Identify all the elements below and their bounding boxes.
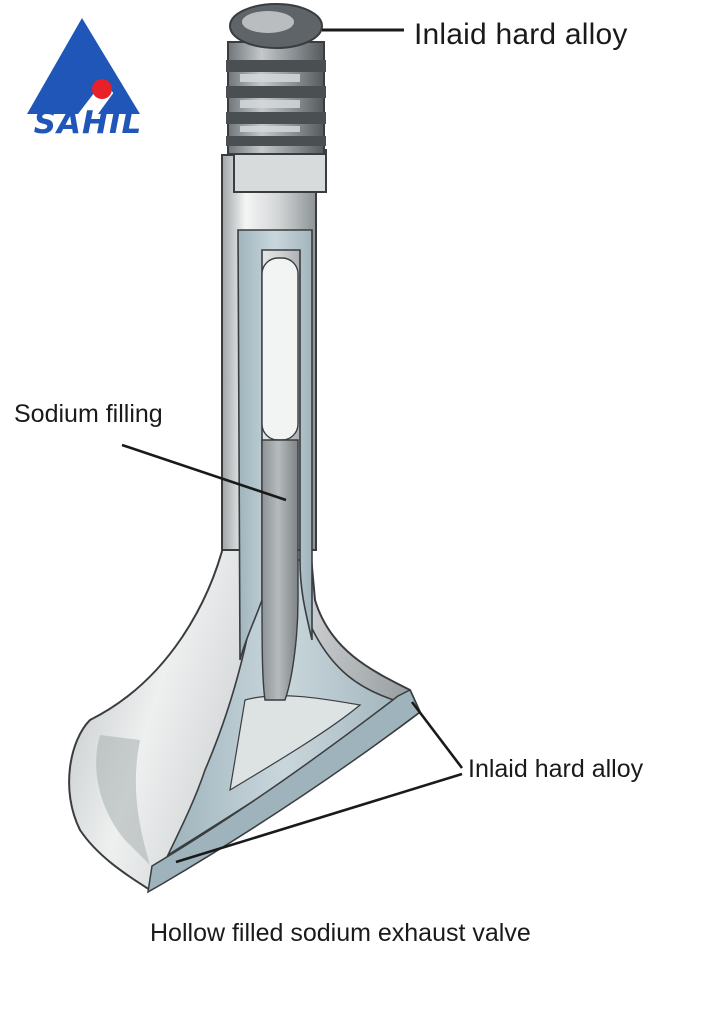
hollow-bore: [261, 257, 299, 441]
sahil-logo: [27, 18, 140, 114]
leader-seat-upper: [410, 701, 464, 769]
logo-wordmark: SAHIL: [33, 105, 143, 141]
stem-collar: [233, 149, 327, 193]
head-shadow: [96, 735, 150, 865]
logo-red-dot: [92, 79, 112, 99]
cavity-floor: [229, 695, 362, 792]
label-inlaid-hard-alloy-seat: Inlaid hard alloy: [468, 755, 644, 783]
tip-cap-highlight: [242, 11, 294, 33]
keeper-grooves: [226, 41, 326, 155]
sodium-filling: [261, 439, 299, 701]
figure-caption: Hollow filled sodium exhaust valve: [150, 919, 531, 947]
leader-sodium: [121, 443, 287, 502]
leader-seat-lower: [175, 772, 463, 864]
label-sodium-filling: Sodium filling: [14, 400, 163, 428]
logo-small-triangle: [98, 92, 134, 114]
seat-alloy-rim: [147, 688, 421, 894]
label-inlaid-hard-alloy-top: Inlaid hard alloy: [414, 18, 628, 51]
stem-cavity: [237, 229, 313, 661]
